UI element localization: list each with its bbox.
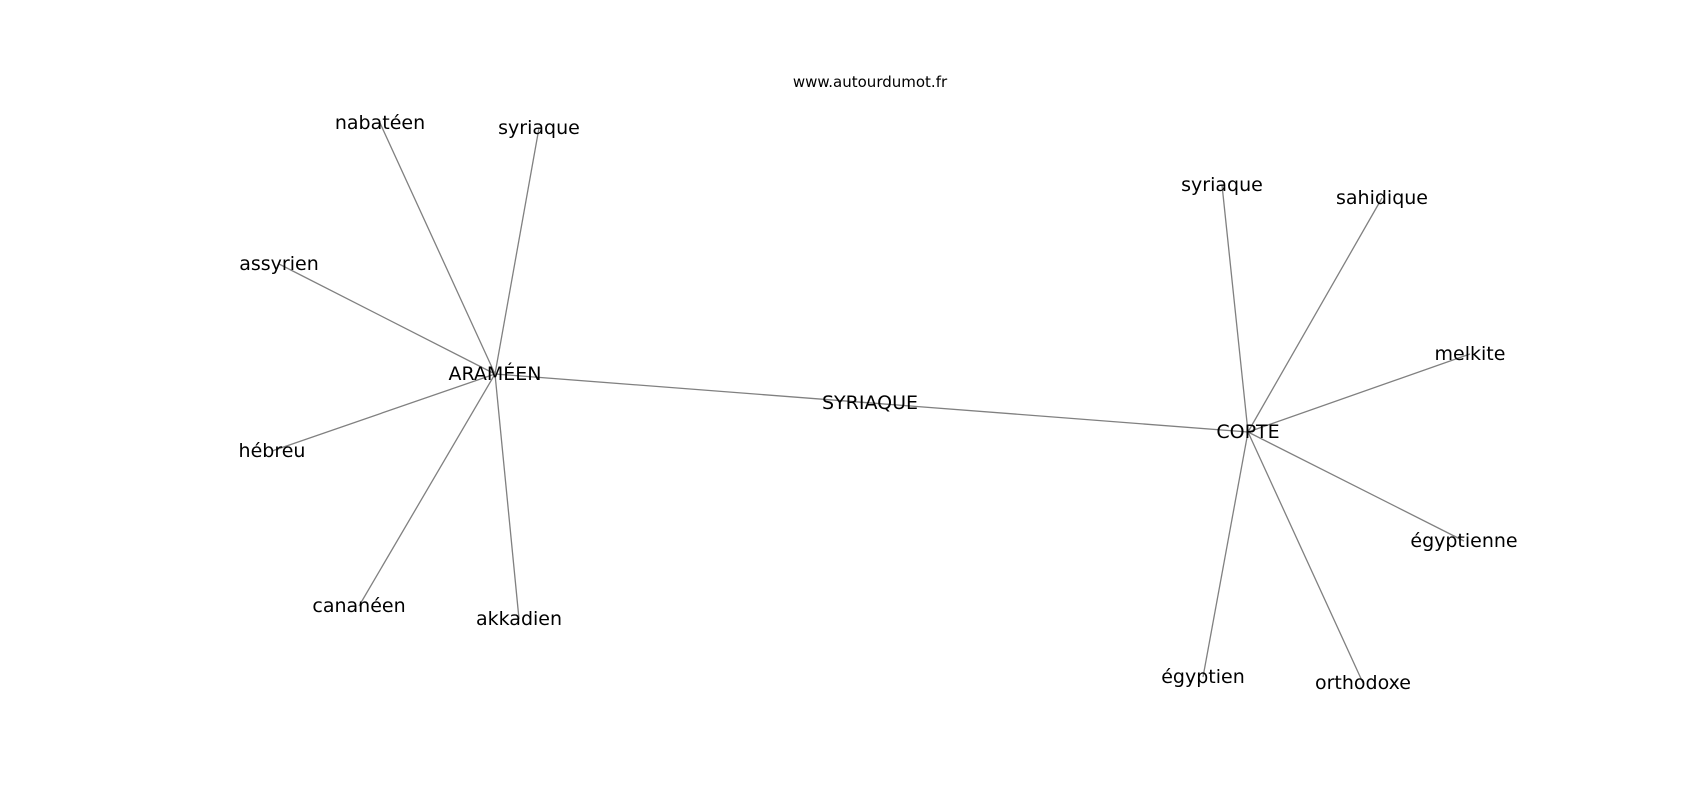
edge-copte-egyptien — [1202, 431, 1249, 678]
node-assyrien[interactable]: assyrien — [239, 253, 319, 275]
node-arameen[interactable]: ARAMÉEN — [448, 362, 541, 385]
graph-labels: SYRIAQUE ARAMÉEN COPTE nabatéen syriaque assy… — [239, 112, 1518, 694]
node-orthodoxe[interactable]: orthodoxe — [1315, 672, 1411, 694]
edge-copte-orthodoxe — [1247, 431, 1364, 684]
node-egyptienne[interactable]: égyptienne — [1410, 530, 1517, 552]
node-hebreu[interactable]: hébreu — [239, 440, 306, 462]
node-syriaque_c[interactable]: syriaque — [1181, 174, 1263, 196]
node-akkadien[interactable]: akkadien — [476, 608, 562, 630]
graph-edges — [271, 122, 1471, 684]
edge-copte-syriaque_c — [1221, 184, 1249, 433]
node-melkite[interactable]: melkite — [1435, 343, 1506, 365]
edge-copte-sahidique — [1247, 197, 1383, 433]
edge-arameen-hebreu — [271, 373, 496, 452]
edge-arameen-copte — [494, 373, 1249, 433]
node-sahidique[interactable]: sahidique — [1336, 187, 1428, 209]
edge-arameen-nabateen — [379, 122, 496, 375]
edge-arameen-akkadien — [494, 373, 520, 620]
edge-arameen-syriaque_a — [494, 127, 540, 375]
node-egyptien[interactable]: égyptien — [1161, 666, 1245, 688]
node-copte[interactable]: COPTE — [1216, 421, 1279, 443]
node-cananeen[interactable]: cananéen — [312, 595, 405, 617]
node-syriaque_a[interactable]: syriaque — [498, 117, 580, 139]
edge-arameen-assyrien — [278, 263, 496, 375]
edge-copte-melkite — [1247, 353, 1471, 433]
edge-arameen-cananeen — [358, 373, 496, 607]
edge-copte-egyptienne — [1247, 431, 1465, 542]
site-watermark: www.autourdumot.fr — [793, 73, 948, 91]
node-nabateen[interactable]: nabatéen — [335, 112, 425, 134]
node-syriaque_center[interactable]: SYRIAQUE — [822, 392, 918, 414]
